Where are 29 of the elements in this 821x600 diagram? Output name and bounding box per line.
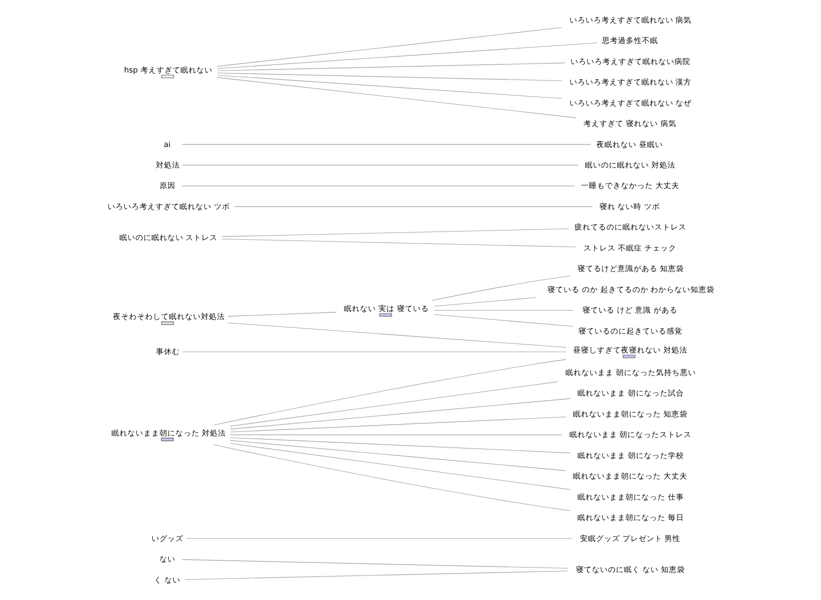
connector bbox=[216, 62, 564, 72]
connector bbox=[433, 310, 573, 311]
connector bbox=[181, 559, 568, 569]
connector bbox=[221, 228, 568, 237]
connector bbox=[433, 314, 573, 327]
connector bbox=[213, 359, 566, 426]
connector bbox=[431, 276, 570, 301]
connector bbox=[229, 416, 566, 432]
connector bbox=[216, 27, 562, 67]
connector bbox=[216, 42, 598, 69]
connector bbox=[216, 74, 562, 99]
connector bbox=[216, 77, 576, 118]
connector bbox=[234, 206, 592, 207]
connector bbox=[229, 437, 570, 454]
connector bbox=[227, 322, 566, 348]
connector bbox=[221, 238, 576, 248]
connector bbox=[186, 538, 572, 539]
connector bbox=[229, 381, 558, 426]
connector bbox=[226, 312, 336, 317]
connector bbox=[229, 443, 570, 490]
connector bbox=[229, 434, 562, 436]
connector bbox=[212, 444, 570, 511]
connector bbox=[184, 570, 568, 580]
connector bbox=[181, 144, 590, 145]
connector bbox=[433, 297, 536, 306]
connector bbox=[216, 72, 562, 81]
connector bbox=[182, 164, 578, 166]
connector bbox=[229, 440, 566, 471]
connector bbox=[229, 398, 570, 430]
